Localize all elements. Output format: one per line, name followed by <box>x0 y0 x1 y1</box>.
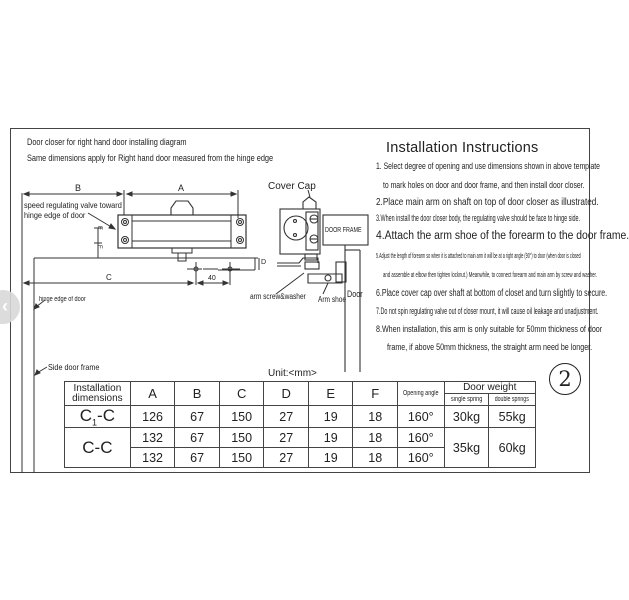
diagram-title: Door closer for right hand door installi… <box>27 137 222 147</box>
dim-e-label: E <box>96 226 102 231</box>
arm-shoe-label: Arm shoe <box>318 295 352 304</box>
dim-d-label: D <box>261 259 267 266</box>
unit-label: Unit:<mm> <box>268 368 317 379</box>
header-b: B <box>174 381 220 406</box>
door-text: Door <box>347 289 363 299</box>
cell-single: 30kg <box>443 404 490 429</box>
cell: 27 <box>263 447 309 469</box>
instruction-line: to mark holes on door and door frame, an… <box>383 180 585 191</box>
door-closer-drawing <box>21 189 369 473</box>
cell: 19 <box>307 447 354 469</box>
instructions-title: Installation Instructions <box>386 140 539 156</box>
header-single-spring: single spring <box>443 393 490 406</box>
header-a: A <box>129 381 176 406</box>
instruction-line: 5.Adjust the length of forearm so when i… <box>376 251 581 260</box>
page-number-badge: 2 <box>549 363 581 395</box>
dim-a-label: A <box>178 183 185 193</box>
speed-valve-label-1: speed regulating valve toward <box>24 201 130 210</box>
side-door-frame-text: Side door frame <box>48 362 100 372</box>
cell: 67 <box>174 427 220 449</box>
chevron-left-icon: ‹ <box>2 296 8 316</box>
door-frame-label: DOOR FRAME <box>325 225 376 234</box>
cell: 150 <box>218 404 265 429</box>
side-door-frame-label: Side door frame <box>48 362 108 372</box>
cell: 27 <box>263 404 309 429</box>
regulating-valve <box>170 200 194 215</box>
cell: 18 <box>352 427 398 449</box>
instruction-line: and assemble at elbow then tighten lockn… <box>383 270 597 279</box>
header-opening-angle-text: Opening angle <box>402 390 439 397</box>
cell-double: 60kg <box>488 427 536 469</box>
header-double-springs-text: double springs <box>495 396 530 403</box>
header-d: D <box>263 381 309 406</box>
arm-screw-label: arm screw&washer <box>250 292 318 301</box>
screw-holes <box>121 218 244 244</box>
cell: 27 <box>263 427 309 449</box>
header-opening-angle: Opening angle <box>396 381 445 406</box>
hinge-edge-label: hinge edge of door <box>39 296 97 303</box>
header-install-dims: Installation dimensions <box>64 381 131 406</box>
cell: 132 <box>129 447 176 469</box>
cell-angle: 160° <box>396 447 445 469</box>
mount-hole-crosshairs <box>187 262 240 285</box>
side-view-closer <box>277 196 369 372</box>
cell: 150 <box>218 447 265 469</box>
cell-double: 55kg <box>488 404 536 429</box>
diagram-title-text: Door closer for right hand door installi… <box>27 137 187 147</box>
dim-f-label: F <box>96 245 102 249</box>
cell: 150 <box>218 427 265 449</box>
speed-valve-label-2: hinge edge of door <box>24 211 91 220</box>
table-row: C-C 132 67 150 27 19 18 160° 35kg 60kg <box>64 427 536 469</box>
cell: 67 <box>174 447 220 469</box>
model-c1-c: C1-C <box>64 404 131 429</box>
speed-valve-text-2: hinge edge of door <box>24 211 86 220</box>
dim-40-label: 40 <box>208 275 216 282</box>
instruction-line: 3.When install the door closer body, the… <box>376 213 581 223</box>
header-double-springs: double springs <box>488 393 536 406</box>
dim-c-label: C <box>106 273 112 282</box>
cell: 18 <box>352 447 398 469</box>
dim-b-label: B <box>75 183 82 193</box>
cell: 132 <box>129 427 176 449</box>
instruction-line: 7.Do not spin regulating valve out of cl… <box>376 306 599 316</box>
header-c: C <box>218 381 265 406</box>
instruction-line: 1. Select degree of opening and use dime… <box>376 161 600 172</box>
door-frame-text: DOOR FRAME <box>325 225 362 234</box>
instruction-line: 6.Place cover cap over shaft at bottom o… <box>376 288 608 299</box>
table-row: 132 67 150 27 19 18 160° <box>65 447 536 469</box>
arm-shoe-text: Arm shoe <box>318 295 347 304</box>
diagram-subtitle-text: Same dimensions apply for Right hand doo… <box>27 153 274 163</box>
header-f: F <box>352 381 398 406</box>
speed-valve-text-1: speed regulating valve toward <box>24 201 122 210</box>
cell: 126 <box>129 404 176 429</box>
previous-image-button[interactable]: ‹ <box>0 290 20 324</box>
door-label: Door <box>347 289 367 299</box>
header-e: E <box>307 381 354 406</box>
dimensions-table: Installation dimensions A B C D E F Open… <box>64 381 537 469</box>
diagram-subtitle: Same dimensions apply for Right hand doo… <box>27 153 327 163</box>
header-single-spring-text: single spring <box>450 396 483 403</box>
cell: 67 <box>174 404 220 429</box>
instruction-line: 8.When installation, this arm is only su… <box>376 324 603 335</box>
cell: 19 <box>307 404 354 429</box>
cell-angle: 160° <box>396 404 445 429</box>
closer-body <box>117 214 247 249</box>
model-c-c: C-C <box>64 427 131 469</box>
table-row: C1-C 126 67 150 27 19 18 160° 30kg 55kg <box>64 404 536 429</box>
cell-angle: 160° <box>396 427 445 449</box>
hinge-edge-text: hinge edge of door <box>39 296 86 303</box>
cover-cap-label: Cover Cap <box>268 181 316 192</box>
cell: 18 <box>352 404 398 429</box>
instruction-line: frame, if above 50mm thickness, the stra… <box>387 342 593 353</box>
instruction-line: 2.Place main arm on shaft on top of door… <box>376 196 599 208</box>
header-door-weight: Door weight <box>443 381 537 394</box>
arm-screw-text: arm screw&washer <box>250 292 306 301</box>
cell-single: 35kg <box>443 427 490 469</box>
cell: 19 <box>307 427 354 449</box>
instruction-line: 4.Attach the arm shoe of the forearm to … <box>376 230 629 242</box>
